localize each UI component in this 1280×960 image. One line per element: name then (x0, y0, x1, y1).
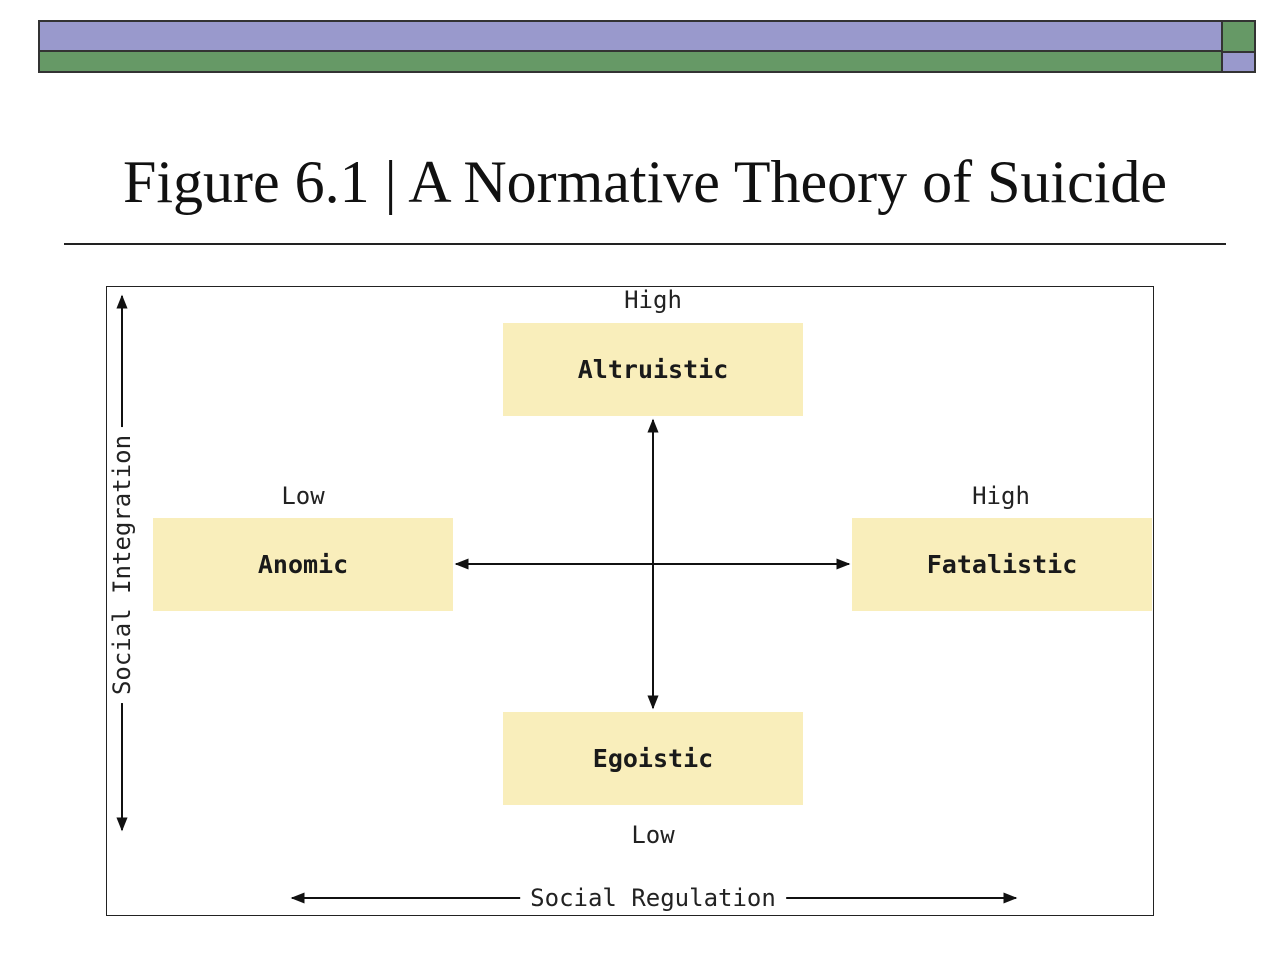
altruistic-high-label: High (624, 286, 682, 314)
social-integration-axis-label: Social Integration (108, 426, 136, 704)
banner-purple-square (1221, 51, 1256, 73)
fatalistic-high-label: High (972, 482, 1030, 510)
title-divider (64, 243, 1226, 245)
egoistic-low-label: Low (631, 821, 675, 849)
header-banner (38, 20, 1256, 74)
altruistic-box: Altruistic (503, 323, 803, 416)
diagram-frame (106, 286, 1154, 916)
banner-purple-bar (38, 20, 1223, 52)
anomic-box: Anomic (153, 518, 453, 611)
egoistic-box: Egoistic (503, 712, 803, 805)
social-regulation-axis-label: Social Regulation (520, 884, 786, 912)
slide-title: Figure 6.1 | A Normative Theory of Suici… (122, 149, 1168, 215)
anomic-low-label: Low (281, 482, 325, 510)
fatalistic-box: Fatalistic (852, 518, 1152, 611)
